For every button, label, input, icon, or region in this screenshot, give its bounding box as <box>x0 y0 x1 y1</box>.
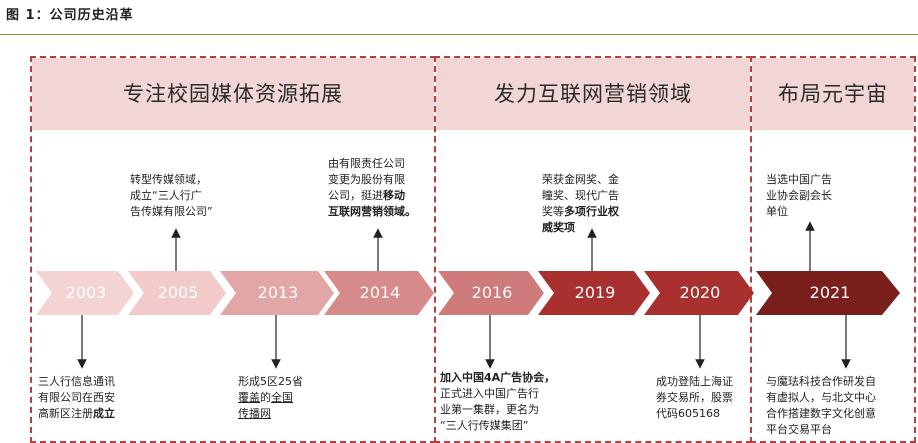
year-label-2016: 2016 <box>471 283 513 302</box>
chevron-2020 <box>644 271 754 315</box>
phase-band-2 <box>436 58 750 130</box>
note-2019: 荣获金网奖、金 瞳奖、现代广告 奖等多项行业权 威奖项 <box>542 173 619 234</box>
figure-title: 图 1：公司历史沿革 <box>6 8 134 23</box>
phase-label-2: 发力互联网营销领域 <box>494 82 692 106</box>
phase-band-3 <box>752 58 914 130</box>
year-label-2020: 2020 <box>679 283 721 302</box>
phase-label-3: 布局元宇宙 <box>778 82 888 106</box>
year-label-2003: 2003 <box>65 283 107 302</box>
phase-label-1: 专注校园媒体资源拓展 <box>123 82 343 106</box>
year-label-2021: 2021 <box>809 283 851 302</box>
note-2005: 转型传媒领域， 成立“三人行广 告传媒有限公司” <box>130 173 213 218</box>
note-2003: 三人行信息通讯 有限公司在西安 高新区注册成立 <box>38 375 115 420</box>
chevron-2013 <box>220 271 334 315</box>
note-2013: 形成5区25省 覆盖的全国 传播网 <box>238 375 303 420</box>
chevron-2019 <box>538 271 650 315</box>
phase-frame-3 <box>750 56 916 443</box>
phase-band-1 <box>32 58 434 130</box>
note-2021-top: 当选中国广告 业协会副会长 单位 <box>766 173 832 218</box>
chevron-2021 <box>756 271 900 315</box>
note-2016: 加入中国4A广告协会， 正式进入中国广告行 业第一集群，更名为 “三人行传媒集团… <box>440 371 556 432</box>
year-label-2013: 2013 <box>257 283 299 302</box>
chevron-2003 <box>36 271 134 315</box>
chevron-2014 <box>324 271 434 315</box>
note-2021-bottom: 与魔珐科技合作研发自 有虚拟人，与北文中心 合作搭建数字文化创意 平台交易平台 <box>766 375 876 436</box>
chevron-2016 <box>438 271 544 315</box>
chevron-2005 <box>128 271 226 315</box>
year-label-2014: 2014 <box>359 283 401 302</box>
year-label-2019: 2019 <box>574 283 616 302</box>
note-2020: 成功登陆上海证 券交易所，股票 代码605168 <box>656 375 733 420</box>
title-rule <box>0 34 918 35</box>
note-2014: 由有限责任公司 变更为股份有限 公司，挺进移动 互联网营销领域。 <box>328 157 416 218</box>
year-label-2005: 2005 <box>157 283 199 302</box>
